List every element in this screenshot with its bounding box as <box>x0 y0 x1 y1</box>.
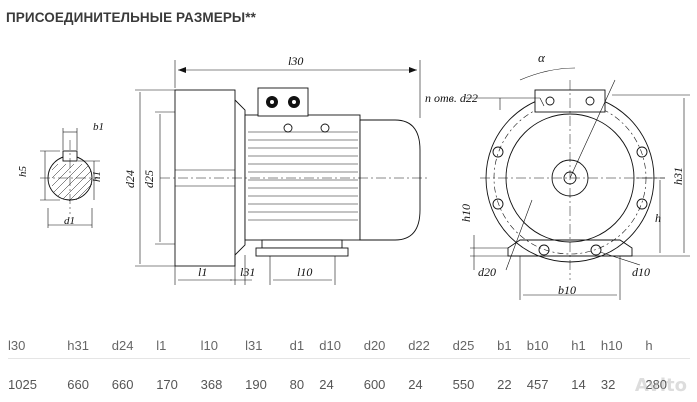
table-header-cell: d25 <box>452 332 498 359</box>
table-header-cell: b10 <box>526 332 572 359</box>
label-l30: l30 <box>288 54 303 68</box>
table-cell: 24 <box>319 376 334 392</box>
label-l10: l10 <box>297 265 312 279</box>
table-cell: 1025 <box>8 376 37 392</box>
label-d25: d25 <box>142 170 156 188</box>
motor-front-view: α n отв. d22 h31 h10 h d20 b10 d10 <box>425 50 690 300</box>
label-h31: h31 <box>671 167 685 185</box>
label-d20: d20 <box>478 265 496 279</box>
label-b1: b1 <box>93 121 104 133</box>
watermark-logo: Avito <box>634 375 687 396</box>
table-cell: 22 <box>497 376 512 392</box>
table-header-cell: h <box>645 332 690 359</box>
label-d24: d24 <box>123 170 137 188</box>
table-header-cell: d10 <box>319 332 364 359</box>
label-h5: h5 <box>17 166 29 178</box>
table-header-cell: l1 <box>156 332 201 359</box>
table-cell: 14 <box>571 376 586 392</box>
label-d1: d1 <box>64 215 75 227</box>
table-cell: 32 <box>600 376 616 392</box>
table-header-cell: d1 <box>289 332 320 359</box>
label-h: h <box>655 211 661 225</box>
motor-side-view: l30 d24 d25 l1 l31 l10 <box>123 54 430 285</box>
table-cell: 600 <box>363 376 386 392</box>
table-cell: 368 <box>200 376 223 392</box>
table-header-cell: b1 <box>497 332 527 359</box>
table-cell: 660 <box>111 376 134 392</box>
label-b10: b10 <box>558 283 576 297</box>
table-cell: 190 <box>245 376 267 392</box>
label-l31: l31 <box>240 265 255 279</box>
table-cell: 660 <box>67 376 89 392</box>
table-header-cell: h31 <box>67 332 112 359</box>
table-cell: 24 <box>408 376 423 392</box>
table-header-cell: h1 <box>571 332 601 359</box>
table-header-cell: h10 <box>600 332 646 359</box>
shaft-section-view: b1 h5 h1 d1 <box>17 121 104 228</box>
table-cell: 457 <box>526 376 549 392</box>
table-header-cell: d22 <box>408 332 453 359</box>
label-h10: h10 <box>459 204 473 222</box>
label-h1: h1 <box>91 171 103 182</box>
table-header-cell: l30 <box>8 332 68 359</box>
table-cell: 80 <box>289 376 305 392</box>
table-header-row: l30 h31 d24 l1 l10 l31 d1 d10 d20 d22 d2… <box>8 332 690 359</box>
dimensions-table: l30 h31 d24 l1 l10 l31 d1 d10 d20 d22 d2… <box>8 332 690 401</box>
table-header-cell: l31 <box>245 332 290 359</box>
table-header-cell: d20 <box>363 332 409 359</box>
table-cell: 170 <box>156 376 178 392</box>
dimension-drawing: b1 h5 h1 d1 <box>17 50 690 300</box>
table-cell: 550 <box>452 376 475 392</box>
table-header-cell: d24 <box>111 332 157 359</box>
label-l1: l1 <box>198 265 207 279</box>
table-cell: 280 <box>645 376 668 392</box>
label-alpha: α <box>538 50 546 65</box>
page-title: ПРИСОЕДИНИТЕЛЬНЫЕ РАЗМЕРЫ** <box>6 10 256 25</box>
label-d10: d10 <box>632 265 650 279</box>
table-header-cell: l10 <box>200 332 246 359</box>
label-n-holes: n отв. d22 <box>425 91 478 105</box>
table-row: 1025 660 660 170 368 190 80 24 600 24 55… <box>8 359 690 402</box>
